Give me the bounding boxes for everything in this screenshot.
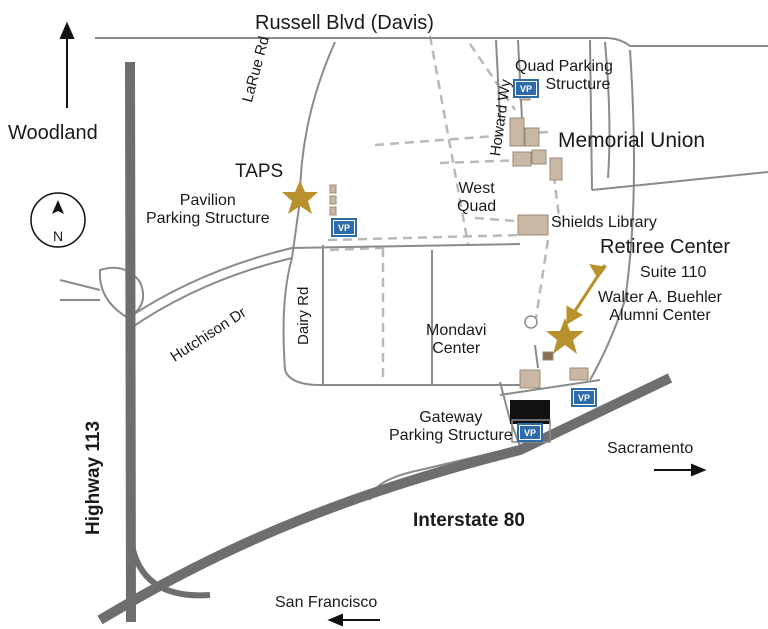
mondavi-label: Mondavi Center [426, 322, 486, 357]
woodland-label: Woodland [8, 122, 98, 144]
buehler-label: Walter A. Buehler Alumni Center [598, 289, 722, 324]
buildings [329, 85, 589, 389]
dairy-road [282, 257, 520, 386]
hutchison-road [127, 243, 521, 319]
walkways [327, 35, 562, 380]
larue-road [291, 41, 336, 259]
quad-parking-label: Quad Parking Structure [515, 58, 613, 93]
russell-blvd-road [95, 37, 768, 47]
compass-arrow-icon [52, 200, 64, 214]
compass-letter: N [52, 228, 64, 244]
buehler-line-2: Alumni Center [609, 306, 711, 324]
interstate-80-road [97, 373, 673, 625]
highway-113-road [125, 61, 136, 623]
quad-parking-line-2: Structure [545, 75, 611, 93]
shields-library-label: Shields Library [551, 214, 657, 231]
west-quad-line-1: West [458, 180, 495, 197]
sacramento-label: Sacramento [607, 440, 694, 457]
taps-label: TAPS [235, 161, 284, 182]
russell-blvd-label: Russell Blvd (Davis) [255, 12, 434, 34]
highways [97, 61, 673, 625]
pavilion-line-2: Parking Structure [146, 209, 270, 227]
mondavi-line-1: Mondavi [426, 322, 487, 339]
location-stars [282, 180, 584, 354]
taps-star [282, 180, 318, 214]
retiree-center-label: Retiree Center [600, 236, 731, 258]
gateway-line-1: Gateway [419, 409, 483, 426]
gateway-line-2: Parking Structure [389, 426, 513, 444]
west-quad-line-2: Quad [457, 197, 497, 215]
interstate-80-label: Interstate 80 [413, 510, 525, 531]
vp-badge-gateway: VP [517, 423, 543, 442]
highway-113-label: Highway 113 [83, 420, 104, 535]
mondavi-line-2: Center [432, 339, 481, 357]
dairy-road-label: Dairy Rd [295, 286, 312, 345]
gateway-outline [511, 419, 551, 443]
retiree-center-star [546, 318, 584, 354]
buehler-line-1: Walter A. Buehler [598, 289, 722, 306]
memorial-union-label: Memorial Union [558, 129, 706, 152]
compass-circle [30, 192, 86, 248]
pavilion-label: Pavilion Parking Structure [146, 192, 270, 227]
quad-parking-line-1: Quad Parking [515, 58, 613, 75]
vp-badge-pavilion: VP [331, 218, 357, 237]
direction-arrows [59, 21, 707, 627]
gateway-label: Gateway Parking Structure [389, 409, 513, 444]
suite-label: Suite 110 [640, 264, 707, 281]
pavilion-line-1: Pavilion [179, 192, 236, 209]
retiree-pointer-arrow [566, 263, 607, 325]
vp-badge-gateway-east: VP [571, 388, 597, 407]
san-francisco-label: San Francisco [275, 594, 378, 611]
west-quad-label: West Quad [457, 180, 496, 215]
vp-badge-quad: VP [513, 79, 539, 98]
mondavi-circle [524, 315, 538, 329]
